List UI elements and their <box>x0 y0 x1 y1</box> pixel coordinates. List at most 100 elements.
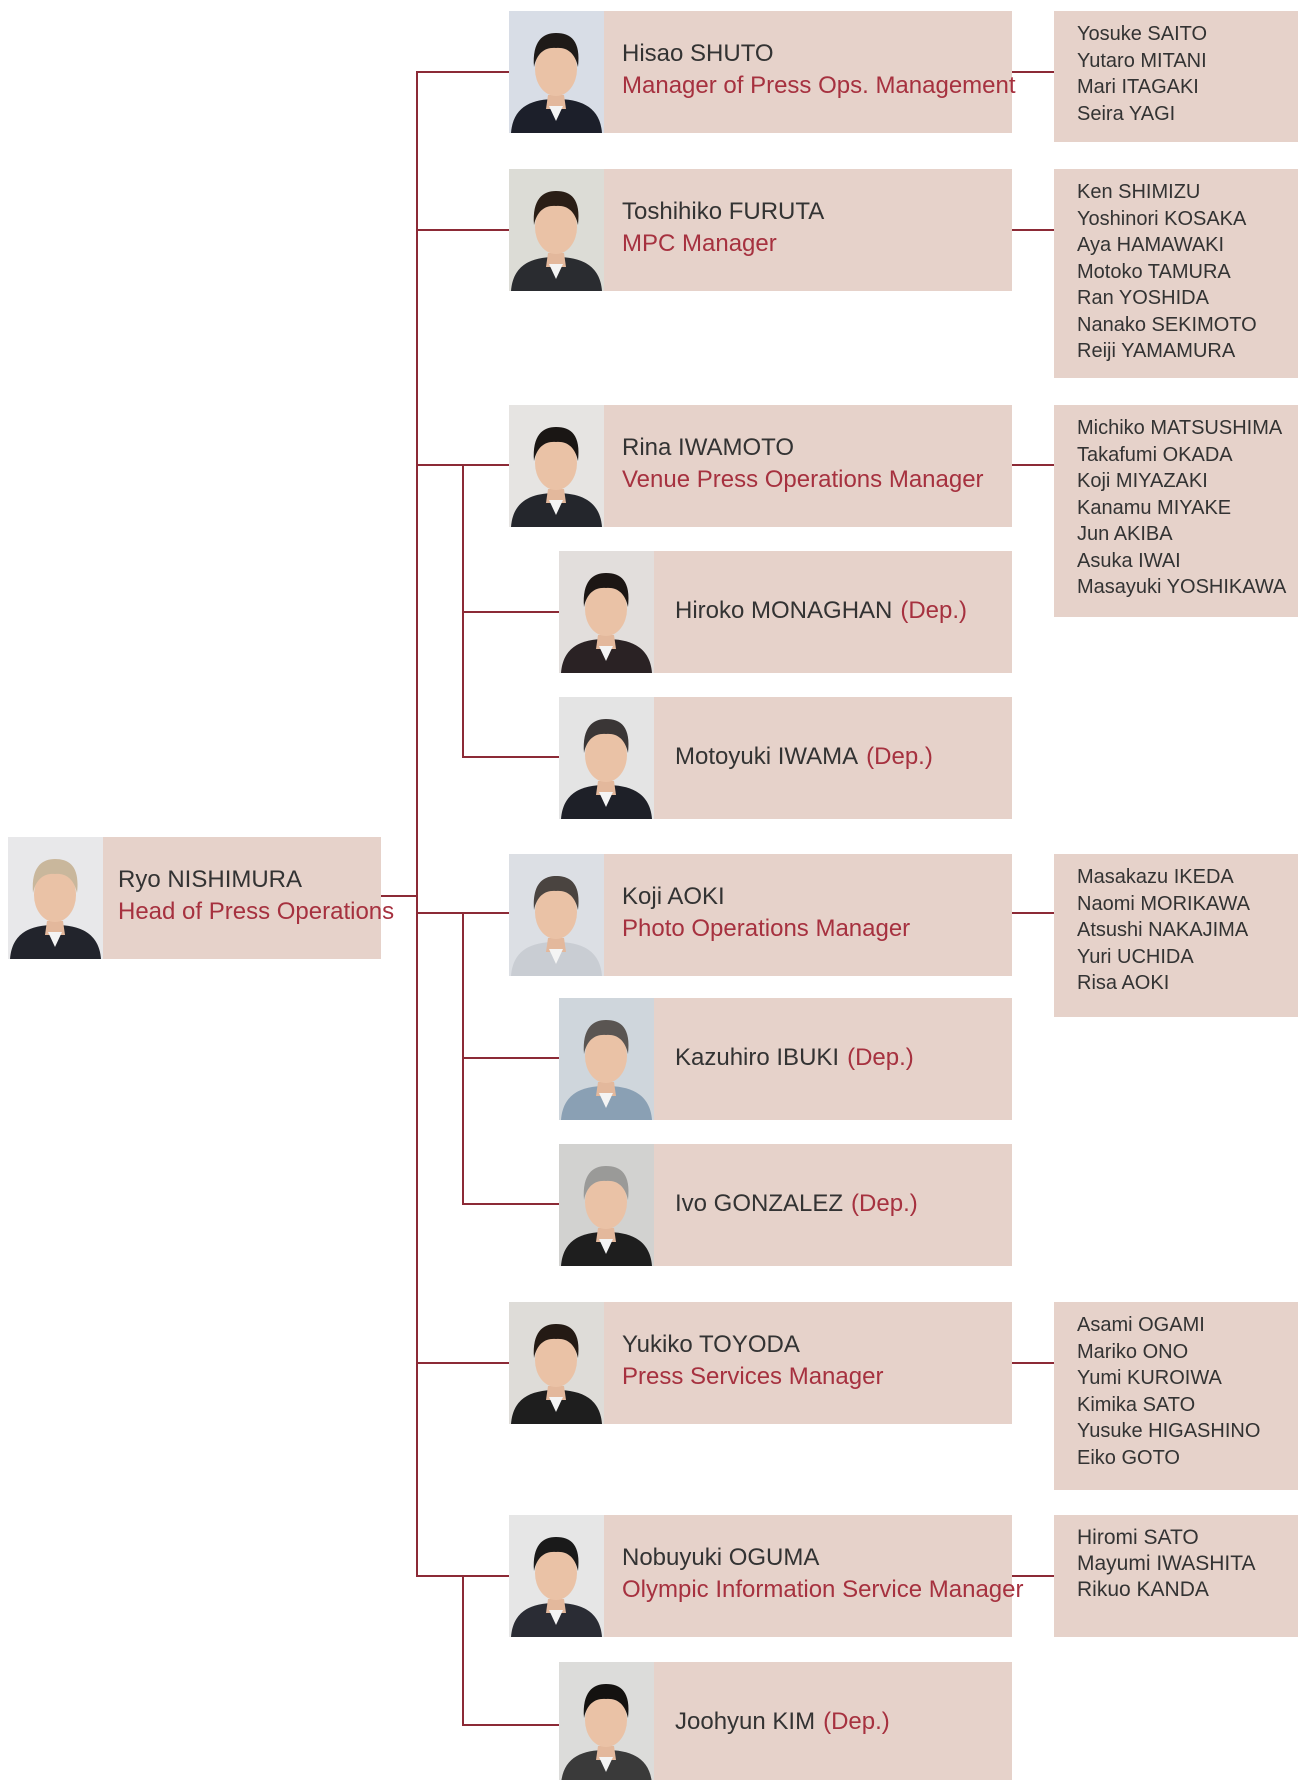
manager-title: Photo Operations Manager <box>622 915 911 942</box>
portrait-face <box>535 1333 577 1387</box>
team-member: Jun AKIBA <box>1077 523 1173 545</box>
team-member: Takafumi OKADA <box>1077 443 1233 466</box>
manager-card-furuta: Toshihiko FURUTA MPC Manager <box>509 169 1012 291</box>
deputy-name: Motoyuki IWAMA <box>675 743 859 770</box>
portrait-image <box>559 1662 654 1780</box>
deputy-photo <box>559 998 654 1120</box>
portrait-neck <box>546 1386 566 1400</box>
team-box-press-services: Asami OGAMI Mariko ONO Yumi KUROIWA Kimi… <box>1054 1302 1298 1490</box>
portrait-face <box>535 436 577 490</box>
deputy-card-gonzalez: Ivo GONZALEZ(Dep.) <box>559 1144 1012 1266</box>
deputy-connector <box>462 1057 559 1059</box>
team-member: Mayumi IWASHITA <box>1077 1552 1256 1575</box>
portrait-neck <box>596 1082 616 1096</box>
portrait-collar <box>549 949 563 964</box>
portrait-face <box>585 1175 627 1229</box>
portrait-face <box>34 868 76 922</box>
portrait-image <box>509 11 604 133</box>
portrait-hair <box>583 1020 629 1054</box>
portrait-collar <box>549 264 563 279</box>
manager-text: Nobuyuki OGUMA Olympic Information Servi… <box>622 1542 1023 1606</box>
portrait-image <box>559 1144 654 1266</box>
deputy-card-kim: Joohyun KIM (Dep.) <box>559 1662 1012 1780</box>
team-member: Yumi KUROIWA <box>1077 1367 1222 1389</box>
team-box-photo-ops: Masakazu IKEDA Naomi MORIKAWA Atsushi NA… <box>1054 854 1298 1017</box>
portrait-image <box>509 169 604 291</box>
team-member: Seira YAGI <box>1077 102 1176 125</box>
head-photo <box>8 837 103 959</box>
portrait-image <box>509 854 604 976</box>
team-member: Atsushi NAKAJIMA <box>1077 919 1249 941</box>
deputy-text: Joohyun KIM (Dep.) <box>675 1706 890 1738</box>
deputy-photo <box>559 551 654 673</box>
deputy-text: Ivo GONZALEZ(Dep.) <box>675 1188 918 1220</box>
portrait-neck <box>596 781 616 795</box>
team-box-press-ops-management: Yosuke SAITO Yutaro MITANI Mari ITAGAKI … <box>1054 11 1298 142</box>
team-box-olympic-info-service: Hiromi SATO Mayumi IWASHITA Rikuo KANDA <box>1054 1515 1298 1637</box>
team-member: Yoshinori KOSAKA <box>1077 207 1247 230</box>
team-member: Naomi MORIKAWA <box>1077 892 1250 915</box>
manager-title: Venue Press Operations Manager <box>622 466 984 493</box>
portrait-face <box>535 885 577 939</box>
team-member: Mari ITAGAKI <box>1077 76 1199 98</box>
manager-name: Hisao SHUTO <box>622 40 774 67</box>
team-member: Koji MIYAZAKI <box>1077 470 1208 492</box>
deputy-tag: (Dep.) <box>866 743 933 770</box>
portrait-collar <box>599 1757 613 1772</box>
portrait-collar <box>549 106 563 121</box>
team-member: Ran YOSHIDA <box>1077 287 1209 309</box>
team-member: Michiko MATSUSHIMA <box>1077 417 1283 439</box>
portrait-neck <box>546 95 566 109</box>
portrait-image <box>509 405 604 527</box>
deputy-text: Kazuhiro IBUKI(Dep.) <box>675 1042 914 1074</box>
portrait-hair <box>583 1166 629 1200</box>
deputy-tag: (Dep.) <box>851 1190 918 1217</box>
portrait-face <box>585 1029 627 1083</box>
deputy-card-ibuki: Kazuhiro IBUKI(Dep.) <box>559 998 1012 1120</box>
team-member: Masayuki YOSHIKAWA <box>1077 576 1287 598</box>
team-member: Yosuke SAITO <box>1077 23 1208 45</box>
portrait-hair <box>32 859 78 893</box>
manager-photo <box>509 405 604 527</box>
portrait-image <box>509 1515 604 1637</box>
team-member: Ken SHIMIZU <box>1077 181 1201 203</box>
team-member: Asuka IWAI <box>1077 549 1181 572</box>
team-connector <box>1012 1575 1054 1577</box>
deputy-name: Hiroko MONAGHAN <box>675 597 893 624</box>
manager-photo <box>509 169 604 291</box>
manager-title: Olympic Information Service Manager <box>622 1576 1024 1603</box>
manager-photo <box>509 11 604 133</box>
portrait-neck <box>546 253 566 267</box>
manager-photo <box>509 1302 604 1424</box>
branch-connector <box>416 1362 509 1364</box>
portrait-collar <box>549 500 563 515</box>
manager-photo <box>509 854 604 976</box>
team-box-mpc: Ken SHIMIZU Yoshinori KOSAKA Aya HAMAWAK… <box>1054 169 1298 378</box>
team-member: Risa AOKI <box>1077 972 1170 994</box>
manager-photo <box>509 1515 604 1637</box>
branch-connector <box>416 71 509 73</box>
team-member: Yusuke HIGASHINO <box>1077 1420 1261 1442</box>
head-card: Ryo NISHIMURA Head of Press Operations <box>8 837 394 959</box>
portrait-hair <box>533 1537 579 1571</box>
portrait-collar <box>549 1610 563 1625</box>
manager-card-shuto: Hisao SHUTO Manager of Press Ops. Manage… <box>509 11 1016 133</box>
deputy-connector <box>462 1724 559 1726</box>
portrait-neck <box>45 921 65 935</box>
deputy-text: Motoyuki IWAMA (Dep.) <box>675 741 933 773</box>
manager-name: Rina IWAMOTO <box>622 434 795 461</box>
portrait-collar <box>599 646 613 661</box>
portrait-image <box>559 998 654 1120</box>
manager-name: Toshihiko FURUTA <box>622 198 825 225</box>
manager-card-oguma: Nobuyuki OGUMA Olympic Information Servi… <box>509 1515 1023 1637</box>
deputy-connector <box>462 756 559 758</box>
team-connector <box>1012 1362 1054 1364</box>
portrait-hair <box>533 1324 579 1358</box>
portrait-hair <box>583 719 629 753</box>
deputy-name: Joohyun KIM <box>675 1708 816 1735</box>
deputy-tag: (Dep.) <box>823 1708 890 1735</box>
portrait-neck <box>596 635 616 649</box>
deputy-photo <box>559 1662 654 1780</box>
deputy-card-monaghan: Hiroko MONAGHAN(Dep.) <box>559 551 1012 673</box>
deputy-connector <box>462 1203 559 1205</box>
